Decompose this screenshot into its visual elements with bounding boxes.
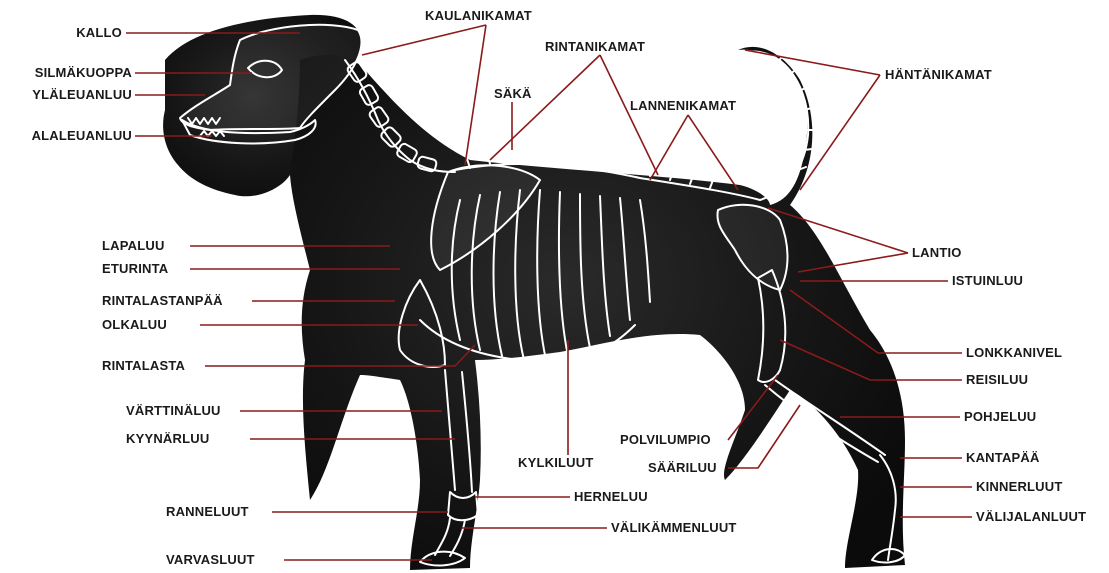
label-herneluu: HERNELUU [574,489,648,504]
label-ylaleuanluu: YLÄLEUANLUU [32,87,132,102]
label-hantanikamat: HÄNTÄNIKAMAT [885,67,992,82]
label-lonkkanivel: LONKKANIVEL [966,345,1062,360]
label-valijalanluut: VÄLIJALANLUUT [976,509,1086,524]
label-valikammenluut: VÄLIKÄMMENLUUT [611,520,737,535]
label-varttinaluu: VÄRTTINÄLUU [126,403,221,418]
label-kantapaa: KANTAPÄÄ [966,450,1040,465]
label-lantio: LANTIO [912,245,962,260]
label-kylkiluut: KYLKILUUT [518,455,593,470]
lead-rintanikamat [490,55,658,175]
label-reisiluu: REISILUU [966,372,1028,387]
label-varvasluut: VARVASLUUT [166,552,255,567]
label-kyynarluu: KYYNÄRLUU [126,431,209,446]
label-eturinta: ETURINTA [102,261,169,276]
label-saka: SÄKÄ [494,86,532,101]
label-silmakuoppa: SILMÄKUOPPA [35,65,133,80]
label-ranneluut: RANNELUUT [166,504,249,519]
label-polvilumpio: POLVILUMPIO [620,432,711,447]
label-kaulanikamat: KAULANIKAMAT [425,8,532,23]
label-rintalastanpaa: RINTALASTANPÄÄ [102,293,223,308]
label-alaleuanluu: ALALEUANLUU [32,128,132,143]
label-kallo: KALLO [76,25,122,40]
label-rintanikamat: RINTANIKAMAT [545,39,645,54]
label-rintalasta: RINTALASTA [102,358,186,373]
lead-hantanikamat [745,50,880,190]
label-pohjeluu: POHJELUU [964,409,1036,424]
label-istuinluu: ISTUINLUU [952,273,1023,288]
label-lapaluu: LAPALUU [102,238,165,253]
label-olkaluu: OLKALUU [102,317,167,332]
label-lannenikamat: LANNENIKAMAT [630,98,736,113]
label-saariluu: SÄÄRILUU [648,460,717,475]
label-kinnerluut: KINNERLUUT [976,479,1063,494]
